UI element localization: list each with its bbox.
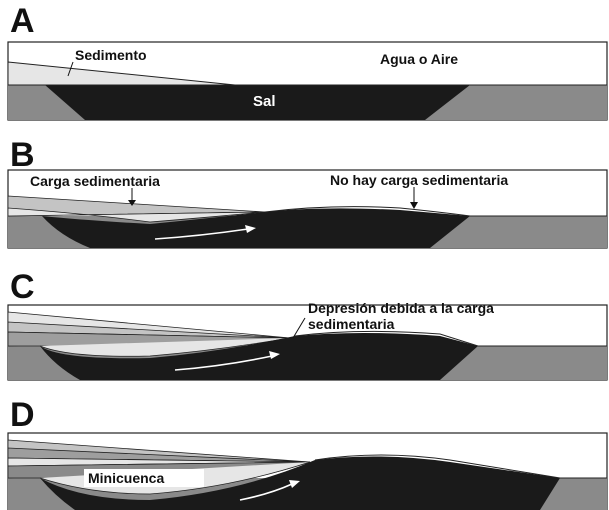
label-depression-line1: Depresión debida a la carga — [308, 300, 494, 316]
panel-b-noload-arrowhead — [410, 202, 418, 209]
panel-b-letter: B — [10, 136, 35, 174]
panel-d-letter: D — [10, 396, 35, 434]
panel-d-salt — [40, 456, 560, 510]
panel-b-flow-arrowhead — [245, 225, 256, 233]
panel-d: D Minicuenca — [7, 396, 608, 510]
panel-a-letter: A — [10, 2, 35, 40]
panel-b-salt — [42, 208, 470, 248]
panel-b-load-arrowhead — [128, 200, 136, 206]
panel-a-salt — [45, 85, 470, 120]
panel-b: B Carga sedimentaria No hay carga sedime… — [7, 136, 608, 249]
label-salt: Sal — [253, 93, 276, 110]
panel-c-surface-line — [294, 330, 607, 347]
panel-c-sediment-basin — [39, 337, 291, 357]
panel-d-surface-line — [314, 454, 607, 479]
panel-a: A Sedimento Agua o Aire Sal — [7, 2, 608, 121]
label-sediment-load: Carga sedimentaria — [30, 173, 160, 189]
panel-d-label-background — [84, 469, 204, 487]
label-depression-line2: sedimentaria — [308, 316, 395, 332]
panel-d-flow-arrowhead — [289, 480, 300, 488]
panel-b-flow-arrow — [154, 228, 249, 240]
label-minibasin: Minicuenca — [88, 470, 164, 486]
panel-b-sediment-lower — [7, 207, 266, 223]
label-sediment: Sedimento — [75, 47, 147, 63]
label-no-load: No hay carga sedimentaria — [330, 172, 508, 188]
panel-d-flow-arrow — [239, 483, 293, 501]
panel-c-salt — [40, 333, 478, 380]
panel-c-depression-leader — [292, 317, 306, 339]
panel-a-sediment-leader — [67, 61, 74, 77]
panel-c-flow-arrow — [174, 355, 273, 371]
panel-c-letter: C — [10, 268, 35, 306]
label-water-air: Agua o Aire — [380, 51, 458, 67]
panel-c: C Depresión debida a la carga sedimentar… — [7, 268, 608, 381]
panel-c-flow-arrowhead — [269, 351, 280, 359]
panel-b-surface-line — [264, 206, 607, 217]
